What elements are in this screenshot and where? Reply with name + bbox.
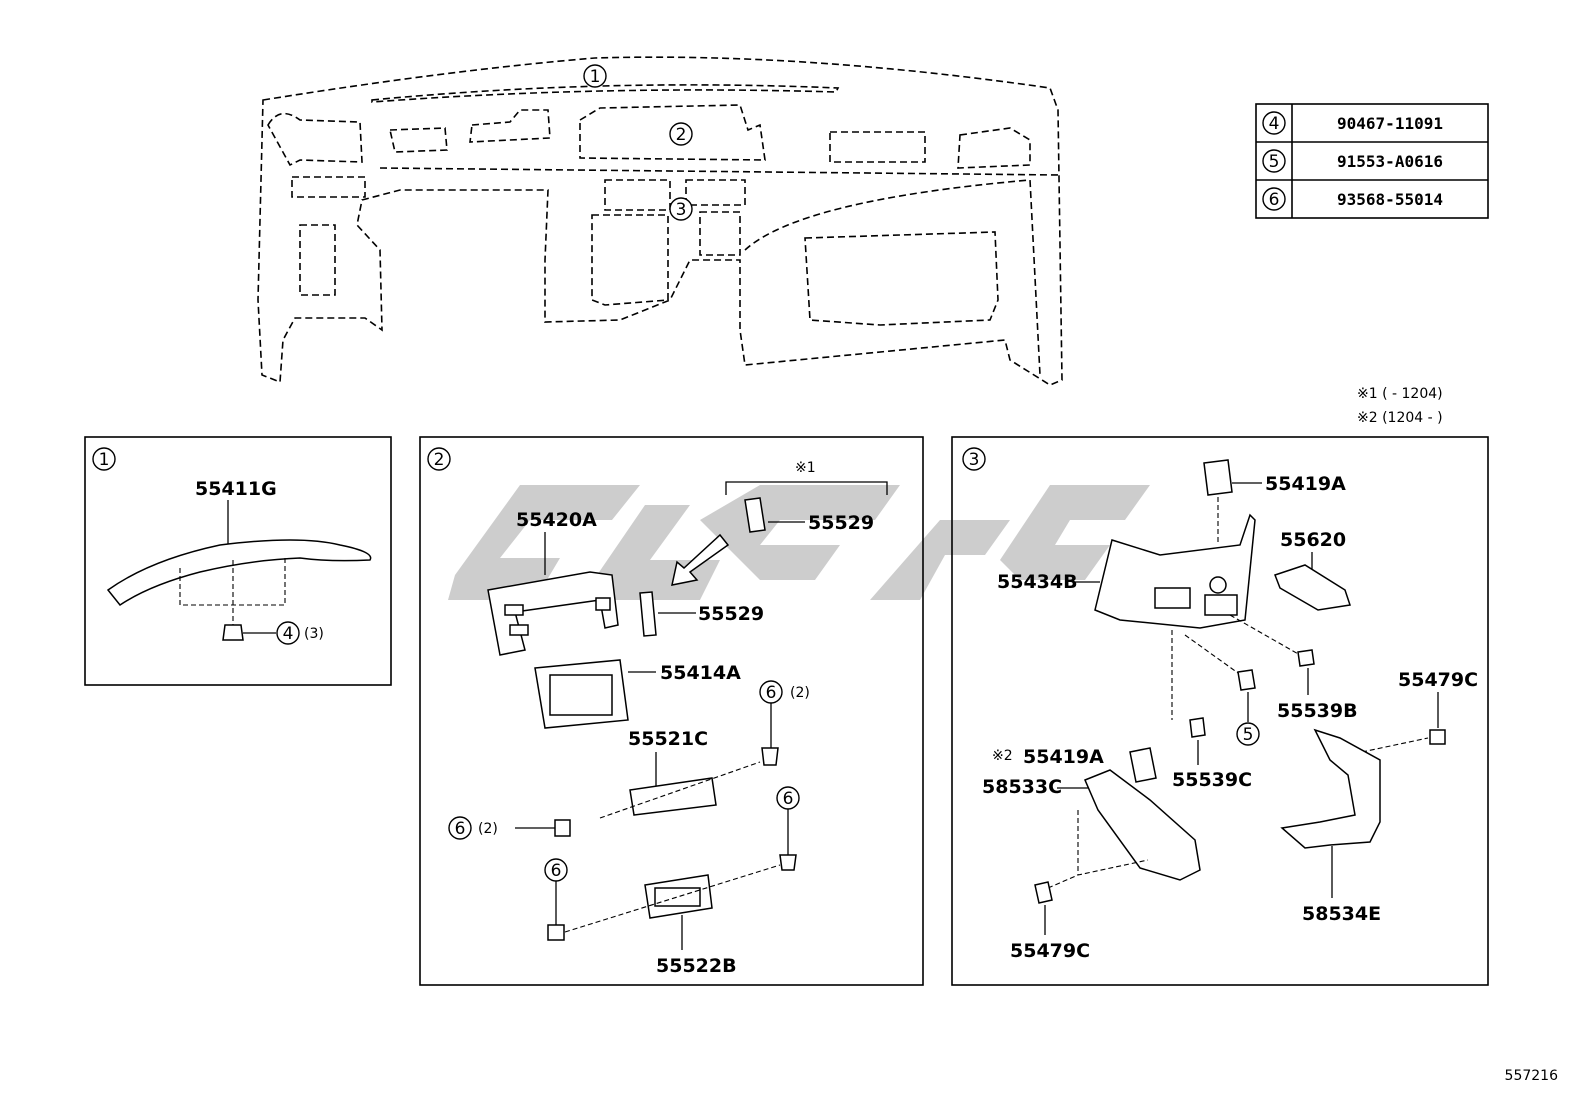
callout-1-text: 1: [590, 67, 601, 87]
svg-text:5: 5: [1269, 152, 1280, 172]
label-55522B: 55522B: [656, 955, 737, 977]
note-mark-1: ※1: [795, 460, 816, 476]
svg-text:2: 2: [676, 125, 687, 145]
label-55620: 55620: [1280, 529, 1346, 551]
note-mark-2: ※2: [992, 748, 1013, 764]
part-58533C-shape: [1084, 769, 1201, 881]
svg-text:3: 3: [969, 450, 980, 470]
instrument-panel-overview: [257, 56, 1063, 386]
part-55521C-shape: [629, 777, 717, 816]
part-55539C-shape: [1189, 717, 1206, 738]
svg-text:4: 4: [283, 624, 294, 644]
svg-text:4: 4: [1269, 114, 1280, 134]
part-58534E-shape: [1280, 728, 1381, 849]
svg-text:6: 6: [455, 819, 466, 839]
svg-text:6: 6: [783, 789, 794, 809]
part-55620-shape: [1274, 564, 1351, 611]
overview-callout-2: 2: [669, 122, 693, 146]
arrow-icon: [671, 533, 730, 586]
overview-callout-1: 1: [583, 64, 607, 88]
svg-text:6: 6: [766, 683, 777, 703]
label-55529-a: 55529: [808, 512, 874, 534]
label-55479C-a: 55479C: [1398, 669, 1478, 691]
svg-text:6: 6: [551, 861, 562, 881]
label-55411G: 55411G: [195, 478, 277, 500]
part-number-93568-55014: 93568-55014: [1337, 190, 1443, 209]
label-55414A: 55414A: [660, 662, 741, 684]
panel-3: 3 55419A 55620 55434B 5 55539B 55479C 55…: [951, 436, 1489, 986]
svg-text:3: 3: [676, 200, 687, 220]
overview-callout-3: 3: [669, 197, 693, 221]
legend-table: 4 90467-11091 5 91553-A0616 6 93568-5501…: [1255, 103, 1489, 219]
svg-text:1: 1: [99, 450, 110, 470]
label-55434B: 55434B: [997, 571, 1078, 593]
label-55420A: 55420A: [516, 509, 597, 531]
svg-text:6: 6: [1269, 190, 1280, 210]
svg-text:5: 5: [1243, 725, 1254, 745]
part-55529-a-shape: [744, 497, 766, 533]
label-55479C-b: 55479C: [1010, 940, 1090, 962]
label-55419A-b: 55419A: [1023, 746, 1104, 768]
note-1: ※1 ( - 1204): [1357, 386, 1443, 402]
legend-row-4: 4 90467-11091: [1262, 111, 1443, 135]
qty-6a: (2): [790, 685, 810, 701]
note-2: ※2 (1204 - ): [1357, 410, 1443, 426]
panel-2: 2 ※1 55420A 55529 55529 55414A 6 (2) 555…: [419, 436, 924, 986]
part-55419A-a-shape: [1203, 459, 1233, 496]
part-55529-b-shape: [639, 591, 657, 637]
part-55411G-shape: [106, 539, 372, 607]
part-number-90467-11091: 90467-11091: [1337, 114, 1443, 133]
part-55419A-b-shape: [1129, 747, 1157, 783]
svg-text:2: 2: [434, 450, 445, 470]
label-55419A-a: 55419A: [1265, 473, 1346, 495]
part-number-91553-A0616: 91553-A0616: [1337, 152, 1443, 171]
legend-row-5: 5 91553-A0616: [1262, 149, 1443, 173]
label-55539B: 55539B: [1277, 700, 1358, 722]
legend-row-6: 6 93568-55014: [1262, 187, 1443, 211]
qty-6b: (2): [478, 821, 498, 837]
qty-4: (3): [304, 626, 324, 642]
label-55539C: 55539C: [1172, 769, 1252, 791]
panel-1: 1 55411G 4 (3): [84, 436, 392, 686]
label-58534E: 58534E: [1302, 903, 1381, 925]
label-58533C: 58533C: [982, 776, 1062, 798]
label-55521C: 55521C: [628, 728, 708, 750]
figure-id: 557216: [1505, 1068, 1559, 1084]
label-55529-b: 55529: [698, 603, 764, 625]
